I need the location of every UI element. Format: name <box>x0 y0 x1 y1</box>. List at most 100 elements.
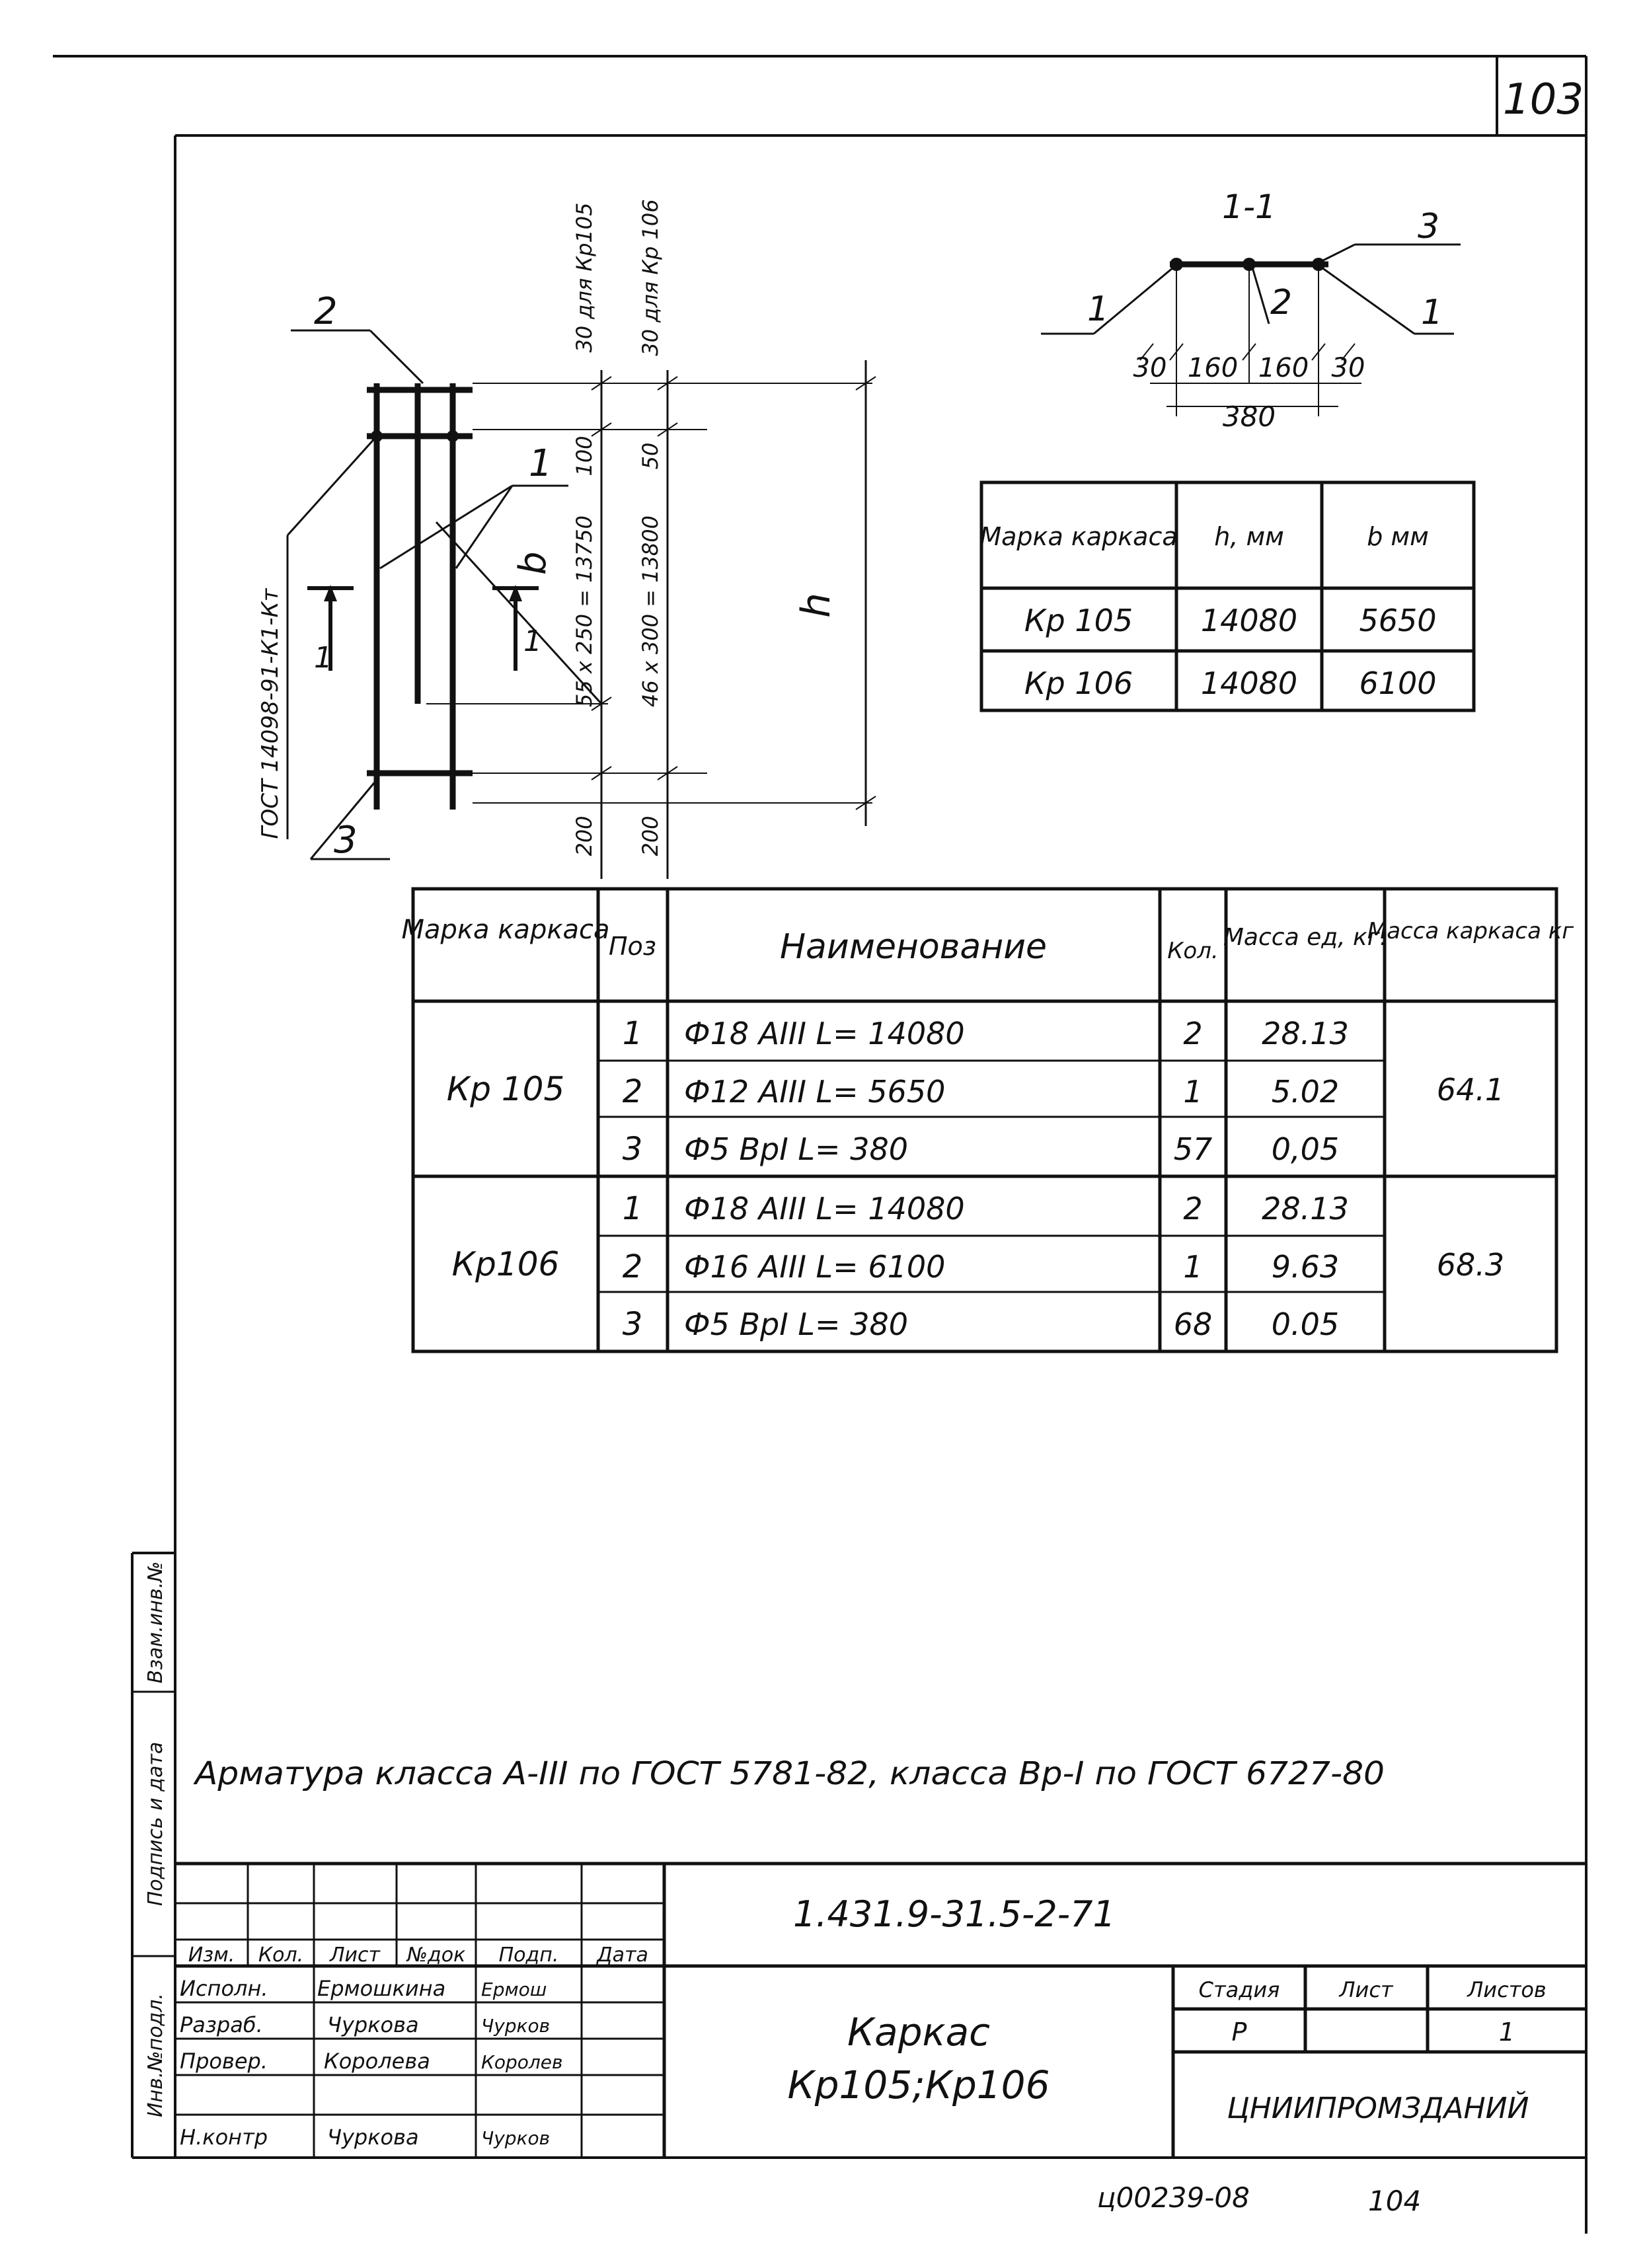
spec-group-kr106-total: 68.3 <box>1437 1247 1504 1283</box>
spec-kr105-r1-name: Ф18 АIII L= 14080 <box>684 1016 965 1051</box>
title-block <box>175 1862 1586 2158</box>
section-dim-160-right: 160 <box>1258 353 1309 383</box>
reinforcement-note: Арматура класса А-III по ГОСТ 5781-82, к… <box>193 1755 1385 1792</box>
stamp-role-1: Исполн. <box>180 1976 268 2001</box>
stamp-col-ndok: №док <box>406 1944 465 1967</box>
footer-archive-code: ц00239-08 <box>1097 2181 1250 2214</box>
stamp-sign-3: Королев <box>481 2051 563 2073</box>
dim-table-r1-h: 14080 <box>1201 603 1297 638</box>
section-callout-1-right: 1 <box>1421 293 1443 332</box>
stamp-stage-header: Стадия <box>1199 1977 1280 2002</box>
elevation-view <box>286 329 876 879</box>
spec-kr106-r3-mass: 0.05 <box>1272 1306 1339 1342</box>
spec-kr106-r2-name: Ф16 АIII L= 6100 <box>684 1249 945 1285</box>
stamp-stage-value: Р <box>1232 2018 1247 2047</box>
spec-kr106-r3-qty: 68 <box>1174 1306 1213 1342</box>
stamp-name-1: Ермошкина <box>317 1976 445 2001</box>
dim-a-top: 30 для Кр105 <box>572 203 597 353</box>
dim-table-header-mark: Марка каркаса <box>979 522 1177 551</box>
dim-table-r2-mark: Кр 106 <box>1024 665 1133 701</box>
spec-header-name: Наименование <box>780 927 1047 967</box>
spec-kr105-r2-pos: 2 <box>623 1073 643 1110</box>
spec-kr106-r2-qty: 1 <box>1183 1249 1202 1285</box>
elevation-callout-3: 3 <box>334 819 358 862</box>
section-callout-1-left: 1 <box>1087 289 1109 329</box>
spec-group-kr106-mark: Кр106 <box>452 1245 560 1283</box>
stamp-sheet-header: Лист <box>1338 1977 1393 2002</box>
stamp-name-3: Королева <box>324 2049 430 2074</box>
dim-a-span: 55 х 250 = 13750 <box>572 515 597 707</box>
dim-b-200: 200 <box>638 815 663 856</box>
dim-table <box>979 480 1476 712</box>
spec-header-total-mass: Масса каркаса кг <box>1367 918 1574 944</box>
stamp-role-3: Провер. <box>180 2049 268 2074</box>
stamp-sheets-header: Листов <box>1467 1977 1547 2002</box>
section-dim-total: 380 <box>1223 400 1276 433</box>
dimension-column-kr106: 30 для Кр 106 50 46 х 300 = 13800 200 <box>638 199 663 856</box>
sheet-frame <box>53 55 1588 2234</box>
dim-table-header-b: b мм <box>1367 522 1429 551</box>
b-dimension-label: b <box>512 551 555 575</box>
stamp-organization: ЦНИИПРОМЗДАНИЙ <box>1227 2090 1529 2125</box>
weld-gost-note: ГОСТ 14098-91-К1-Кт <box>257 587 284 839</box>
stamp-sign-1: Ермош <box>481 1979 547 2000</box>
side-stamp-signature: Подпись и дата <box>144 1742 167 1907</box>
dim-a-100: 100 <box>572 435 597 476</box>
doc-code: 1.431.9-31.5-2-71 <box>793 1893 1116 1935</box>
doc-title-line1: Каркас <box>847 2010 990 2055</box>
stamp-col-data: Дата <box>595 1944 648 1967</box>
stamp-col-list: Лист <box>329 1944 381 1967</box>
section-callout-3: 3 <box>1418 207 1439 246</box>
stamp-role-2: Разраб. <box>180 2012 263 2037</box>
spec-kr105-r2-qty: 1 <box>1183 1074 1202 1110</box>
footer-page-number: 104 <box>1368 2185 1421 2217</box>
spec-kr105-r3-mass: 0,05 <box>1272 1131 1339 1167</box>
section-dim-160-left: 160 <box>1188 353 1238 383</box>
stamp-name-4: Чуркова <box>327 2125 419 2150</box>
spec-header-pos: Поз <box>609 932 656 961</box>
section-cut-mark-right: 1 <box>523 624 542 658</box>
stamp-sheets-value: 1 <box>1499 2018 1515 2047</box>
dim-table-r2-b: 6100 <box>1359 665 1436 701</box>
spec-kr105-r3-qty: 57 <box>1174 1131 1213 1167</box>
section-cut-mark-left: 1 <box>314 641 332 675</box>
spec-kr106-r1-mass: 28.13 <box>1262 1191 1349 1227</box>
section-label: 1-1 <box>1222 188 1276 226</box>
spec-kr105-r2-name: Ф12 АIII L= 5650 <box>684 1074 945 1110</box>
dim-b-span: 46 х 300 = 13800 <box>638 515 663 707</box>
h-dimension-label: h <box>793 593 839 618</box>
stamp-sign-4: Чурков <box>481 2127 550 2149</box>
elevation-callout-1: 1 <box>529 442 553 485</box>
spec-kr106-r1-name: Ф18 АIII L= 14080 <box>684 1191 965 1227</box>
stamp-col-podp: Подп. <box>499 1944 559 1967</box>
section-callout-2: 2 <box>1270 283 1292 322</box>
dim-a-200: 200 <box>572 815 597 856</box>
side-stamp-substitute: Взам.инв.№ <box>144 1562 167 1684</box>
elevation-callout-2: 2 <box>314 290 338 333</box>
sheet-number: 103 <box>1503 75 1584 124</box>
spec-header-unit-mass: Масса ед, кг. <box>1223 924 1387 951</box>
dim-table-header-h: h, мм <box>1214 522 1284 551</box>
side-stamp-inventory: Инв.№подл. <box>144 1993 167 2117</box>
dim-table-r1-mark: Кр 105 <box>1024 603 1133 638</box>
side-stamp <box>132 1690 175 1957</box>
spec-header-mark: Марка каркаса <box>401 915 609 945</box>
spec-kr105-r1-pos: 1 <box>623 1015 643 1052</box>
spec-kr105-r2-mass: 5.02 <box>1272 1074 1339 1110</box>
spec-header-qty: Кол. <box>1167 938 1218 964</box>
spec-kr106-r1-pos: 1 <box>623 1190 643 1227</box>
section-dim-30-right: 30 <box>1332 353 1365 383</box>
dim-table-r1-b: 5650 <box>1359 603 1436 638</box>
stamp-role-4: Н.контр <box>180 2125 268 2150</box>
spec-kr105-r3-pos: 3 <box>623 1131 643 1168</box>
spec-kr105-r1-mass: 28.13 <box>1262 1016 1349 1051</box>
stamp-sign-2: Чурков <box>481 2015 550 2037</box>
spec-kr105-r1-qty: 2 <box>1183 1016 1202 1051</box>
spec-kr106-r1-qty: 2 <box>1183 1191 1202 1227</box>
spec-group-kr105-total: 64.1 <box>1437 1072 1504 1108</box>
section-dim-30-left: 30 <box>1133 353 1167 383</box>
dim-table-r2-h: 14080 <box>1201 665 1297 701</box>
stamp-name-2: Чуркова <box>327 2012 419 2037</box>
spec-kr106-r2-mass: 9.63 <box>1272 1249 1339 1285</box>
section-view <box>1041 243 1461 416</box>
